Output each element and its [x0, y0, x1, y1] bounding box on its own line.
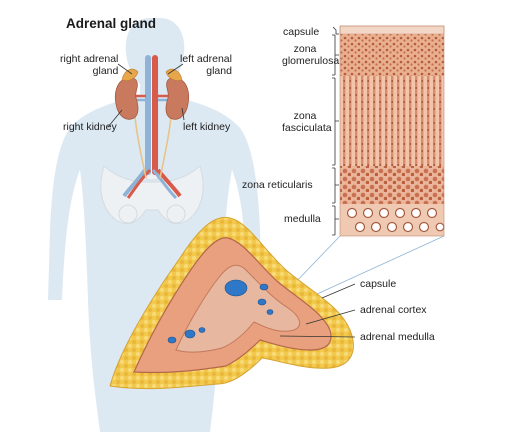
label-right-adrenal-gland-line2: gland	[92, 65, 119, 77]
histology-fasciculata-layer	[340, 76, 444, 166]
label-capsule-layer: capsule	[283, 26, 320, 38]
diagram-title: Adrenal gland	[66, 16, 157, 31]
label-zona-reticularis: zona reticularis	[242, 179, 313, 191]
label-zona-fasciculata-line2: fasciculata	[282, 122, 332, 134]
label-right-adrenal-gland: right adrenal gland	[60, 53, 118, 77]
left-adrenal-gland	[165, 68, 183, 81]
label-capsule: capsule	[360, 278, 397, 290]
label-medulla-layer: medulla	[284, 213, 321, 225]
histology-reticularis-layer	[340, 166, 444, 204]
adrenal-cross-section	[109, 216, 354, 390]
label-left-adrenal-gland: left adrenal gland	[180, 53, 232, 77]
cross-section-leader-lines	[279, 283, 356, 338]
histology-brackets	[332, 26, 339, 236]
histology-glomerulosa-layer	[340, 34, 444, 76]
label-zona-glomerulosa-line2: glomerulosa	[282, 55, 340, 67]
cortex-histology-column	[339, 25, 445, 237]
label-right-adrenal-gland-line1: right adrenal	[60, 53, 119, 65]
left-kidney	[165, 77, 190, 120]
label-adrenal-medulla: adrenal medulla	[360, 331, 435, 343]
aorta	[152, 55, 158, 175]
histology-capsule-layer	[339, 25, 445, 35]
vena-cava	[145, 55, 151, 175]
body-leader-lines	[107, 63, 185, 128]
adrenal-medulla-tissue	[175, 264, 301, 353]
label-right-kidney: right kidney	[63, 121, 117, 133]
label-left-kidney: left kidney	[183, 121, 231, 133]
label-adrenal-cortex: adrenal cortex	[360, 304, 427, 316]
right-kidney	[114, 77, 139, 120]
label-left-adrenal-gland-line1: left adrenal	[180, 53, 232, 65]
medulla-cells	[346, 207, 445, 233]
label-left-adrenal-gland-line2: gland	[206, 65, 232, 77]
label-zona-fasciculata: zona fasciculata	[282, 110, 332, 134]
label-zona-glomerulosa: zona glomerulosa	[282, 43, 339, 67]
label-zona-glomerulosa-line1: zona	[293, 43, 317, 55]
zoom-guide-lines	[291, 235, 445, 301]
medullary-veins	[167, 279, 274, 344]
label-zona-fasciculata-line1: zona	[293, 110, 317, 122]
right-adrenal-gland	[121, 68, 139, 81]
